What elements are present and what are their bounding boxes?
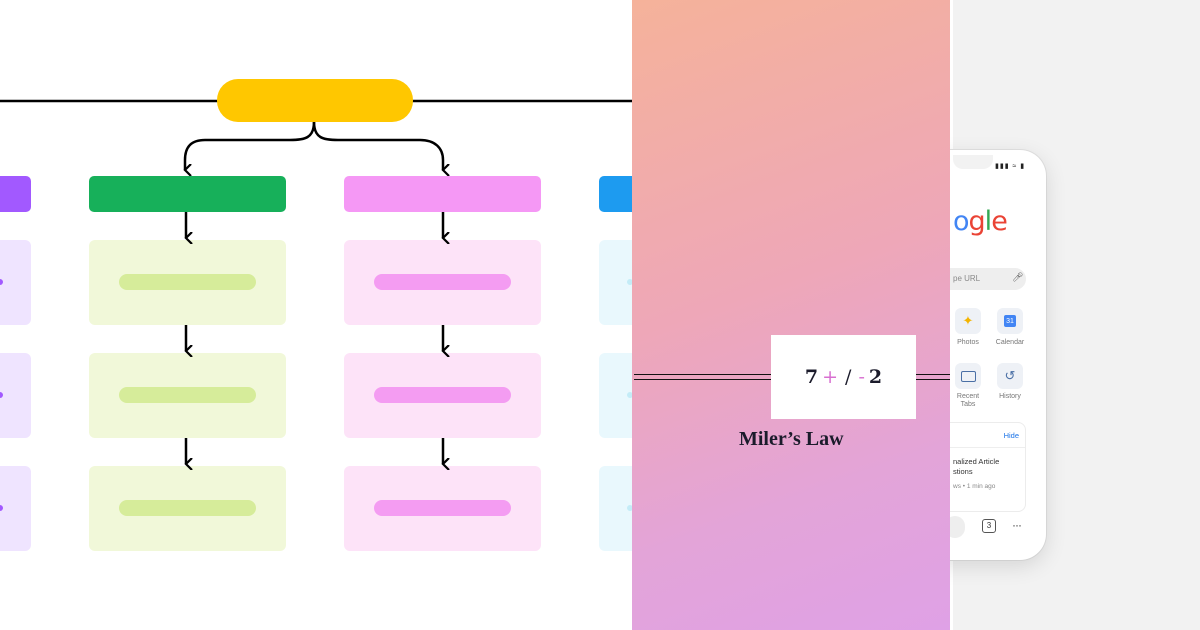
formula-range: 2: [868, 366, 883, 388]
blue-header: [599, 176, 632, 212]
shortcut-label: Calendar: [995, 339, 1025, 346]
article-card[interactable]: Hide nalized Article stions ws • 1 min a…: [950, 422, 1026, 512]
law-caption: Miler’s Law: [739, 428, 844, 450]
mic-icon[interactable]: 🎤︎: [1012, 272, 1024, 282]
green-bar: [119, 500, 256, 516]
slash-sign: /: [845, 366, 852, 388]
history-icon: ↺: [1004, 368, 1016, 383]
pink-header: [344, 176, 541, 212]
purple-card: [0, 466, 31, 551]
tab-count-button[interactable]: 3: [982, 519, 996, 533]
formula-card: 7 + / - 2: [771, 335, 916, 419]
history-shortcut[interactable]: ↺: [997, 363, 1023, 389]
blue-card: [599, 466, 632, 551]
photos-shortcut[interactable]: ✦: [955, 308, 981, 334]
article-title-line: stions: [953, 467, 973, 476]
recent-tabs-icon: [960, 370, 976, 382]
more-menu-icon[interactable]: ···: [1012, 518, 1022, 532]
pink-bar: [374, 500, 511, 516]
purple-card: [0, 240, 31, 325]
recent-tabs-shortcut[interactable]: [955, 363, 981, 389]
top-node: [217, 79, 413, 122]
status-icons: ▮▮▮ ≈ ▮: [995, 163, 1026, 170]
shortcut-label: Photos: [957, 339, 979, 346]
search-bar[interactable]: pe URL 🎤︎: [950, 268, 1026, 290]
green-bar: [119, 274, 256, 290]
right-double-line: [916, 374, 950, 380]
minus-sign: -: [858, 366, 865, 388]
green-header: [89, 176, 286, 212]
millers-law-panel: 7 + / - 2 Miler’s Law: [632, 0, 950, 630]
shortcut-label: Recent Tabs: [956, 393, 980, 408]
article-title-line: nalized Article: [953, 457, 1000, 466]
toolbar-pill[interactable]: [950, 516, 965, 538]
shortcut-label: History: [999, 393, 1021, 400]
photos-icon: ✦: [962, 313, 974, 328]
article-title: nalized Article stions: [953, 457, 999, 477]
flowchart-diagram: [0, 79, 632, 551]
article-meta: ws • 1 min ago: [953, 483, 996, 490]
calendar-shortcut[interactable]: 31: [997, 308, 1023, 334]
google-logo: ogle: [953, 206, 1008, 237]
branch-connector: [185, 121, 316, 170]
blue-card: [599, 353, 632, 438]
flowchart-panel: [0, 79, 632, 551]
purple-card: [0, 353, 31, 438]
hide-button[interactable]: Hide: [1003, 431, 1019, 440]
green-bar: [119, 387, 256, 403]
calendar-icon: 31: [1004, 315, 1016, 327]
blue-card: [599, 240, 632, 325]
branch-connector: [312, 121, 443, 170]
left-double-line: [634, 374, 771, 380]
formula-number: 7: [804, 366, 819, 388]
pink-bar: [374, 387, 511, 403]
search-placeholder: pe URL: [953, 274, 981, 283]
purple-header: [0, 176, 31, 212]
pink-bar: [374, 274, 511, 290]
phone-mockup-panel: ▮▮▮ ≈ ▮ ogle pe URL 🎤︎ ✦ Photos 31 Calen…: [950, 0, 1200, 630]
plus-sign: +: [822, 366, 839, 388]
phone-notch: [953, 155, 993, 169]
